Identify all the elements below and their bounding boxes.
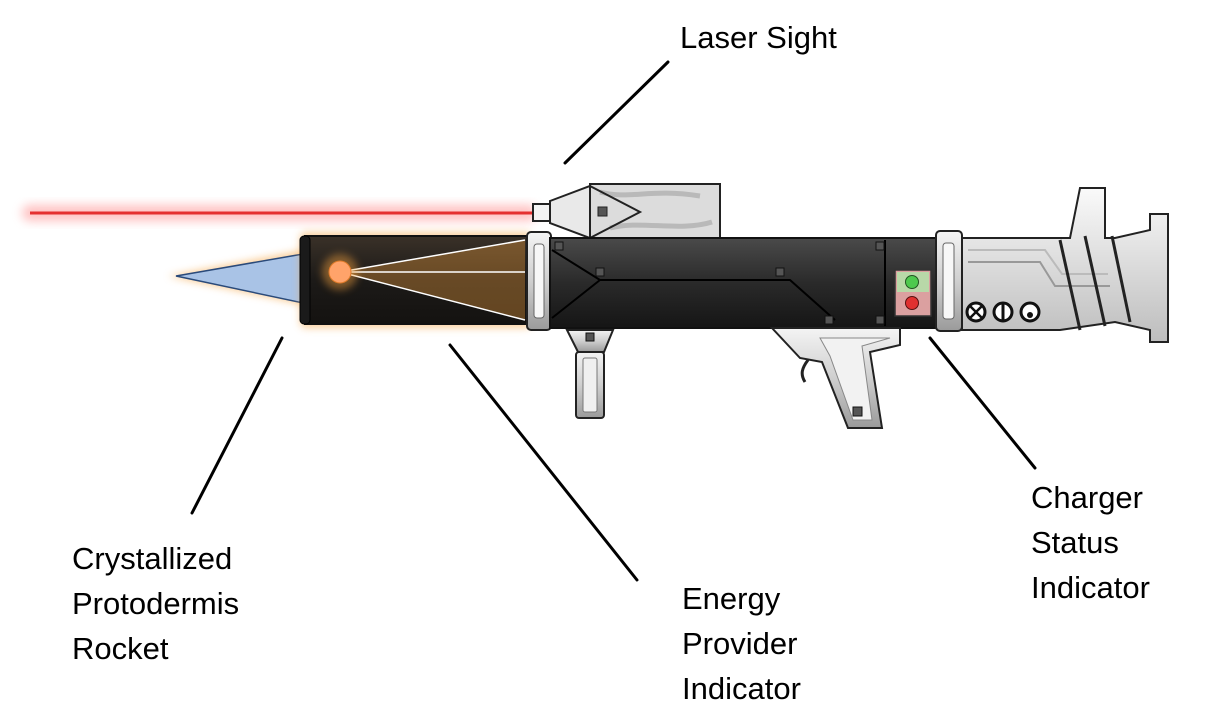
laser-beam (22, 205, 537, 221)
grip-icon (769, 327, 901, 429)
leader-line-laser-sight (563, 60, 670, 165)
label-line: Charger (1031, 480, 1143, 515)
label-line: Crystallized (72, 541, 233, 576)
front-tube (299, 232, 532, 328)
label-line: Status (1031, 525, 1119, 560)
label-line: Laser Sight (680, 20, 837, 55)
leader-lines (190, 60, 1037, 582)
laser-sight-icon (532, 183, 721, 241)
label-line: Indicator (682, 671, 801, 706)
label-line: Rocket (72, 631, 169, 666)
label-line: Energy (682, 581, 781, 616)
stock-icon (961, 187, 1169, 343)
label-laser-sight: Laser Sight (680, 15, 837, 60)
leader-line-energy (448, 343, 639, 582)
label-rocket: Crystallized Protodermis Rocket (72, 536, 239, 671)
leader-line-charger (928, 336, 1037, 470)
label-charger-status: Charger Status Indicator (1031, 475, 1150, 610)
energy-core-icon (322, 239, 526, 321)
leader-line-rocket (190, 336, 284, 515)
rocket-tip-icon (168, 250, 305, 305)
label-line: Provider (682, 626, 798, 661)
stock-buttons (965, 301, 1041, 323)
front-grip (565, 329, 615, 419)
label-line: Protodermis (72, 586, 240, 621)
rear-collar (935, 230, 963, 332)
indicator-lights-icon (894, 269, 932, 317)
main-barrel (549, 237, 941, 329)
label-line: Indicator (1031, 570, 1150, 605)
label-energy-provider: Energy Provider Indicator (682, 576, 801, 711)
front-collar (526, 231, 552, 331)
